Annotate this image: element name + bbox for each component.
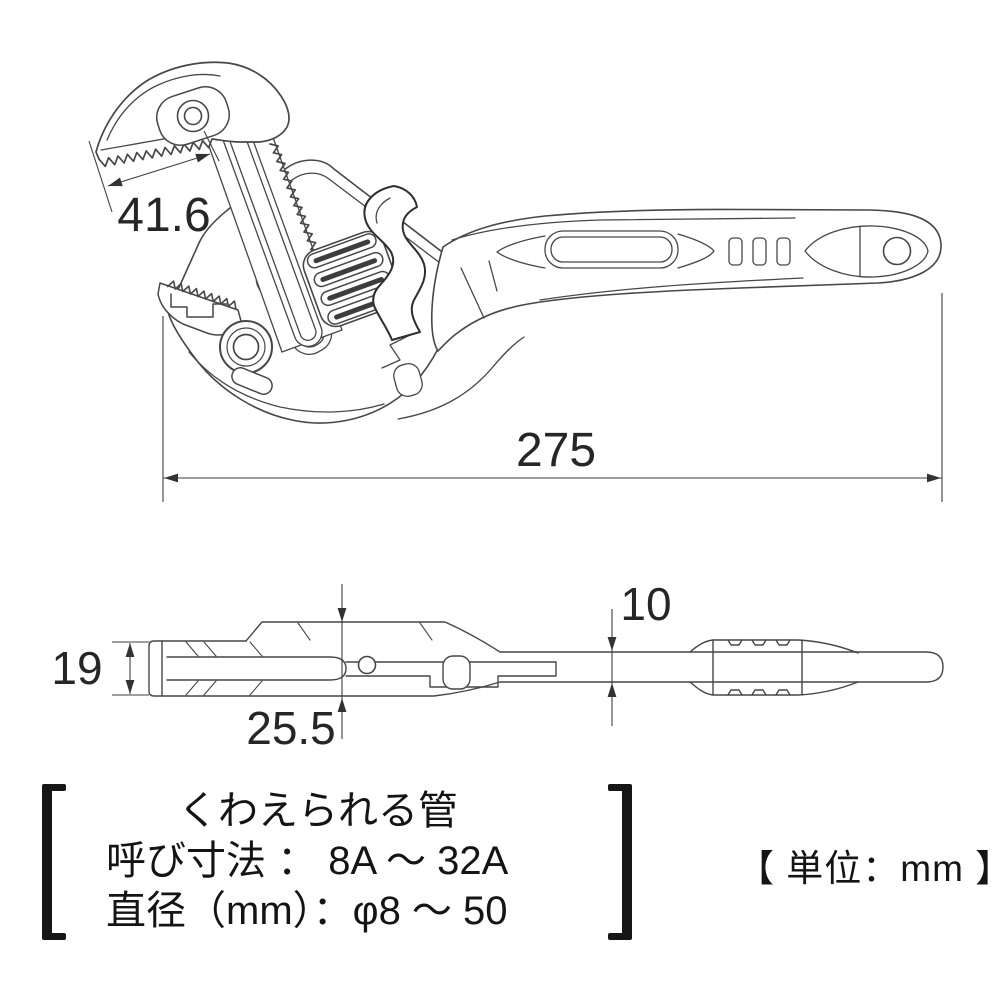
body-tab-slot — [393, 363, 423, 397]
dim-extension-line — [203, 130, 220, 162]
hook-pivot-outer — [176, 99, 210, 133]
dim-arrowhead — [607, 683, 617, 697]
left-bracket-arm-top — [42, 784, 66, 791]
dim-overall-length-value: 275 — [516, 424, 596, 477]
upper-jaw-inner-line — [106, 73, 221, 141]
upper-jaw — [95, 61, 290, 168]
dim-arrowhead — [607, 637, 617, 651]
handle-neck-ticks — [460, 260, 498, 319]
dim-head-height: 19 — [51, 641, 149, 696]
top-view — [148, 621, 944, 697]
handle-chevron-left — [496, 235, 546, 269]
handle-chevron-right — [677, 233, 715, 269]
dim-line — [107, 153, 211, 187]
top-view-pivot-pin — [357, 655, 377, 675]
left-bracket-bar — [42, 784, 52, 940]
dim-handle-thickness-value: 10 — [620, 578, 671, 630]
dim-jaw-opening: 41.6 — [88, 130, 220, 242]
dim-arrowhead — [125, 643, 135, 657]
bulge-notches-top — [727, 639, 791, 646]
bulge-bottom-edge — [689, 681, 859, 696]
dim-head-depth: 25.5 — [246, 584, 347, 754]
jaw-pivot — [219, 320, 273, 395]
thumb-lever-inner-line — [375, 197, 391, 224]
spec-row-nominal-size: 呼び寸法 ： 8A ～ 32A — [106, 839, 509, 883]
bulge-end-lines — [712, 639, 803, 696]
right-bracket-bar — [622, 784, 632, 940]
bulge-top-edge — [689, 639, 859, 654]
dim-head-height-value: 19 — [51, 642, 102, 694]
body-step-notch — [381, 333, 413, 369]
grip-ribs — [728, 237, 791, 266]
dim-overall-length: 275 — [162, 293, 943, 502]
handle-slot — [544, 230, 679, 269]
grippable-pipe-spec-note: くわえられる管 呼び寸法 ： 8A ～ 32A 直径（mm）：φ8 ～ 50 — [40, 784, 634, 940]
spec-title: くわえられる管 — [178, 789, 458, 833]
top-view-grip-bulge — [689, 639, 859, 696]
handle-neck-curve — [397, 336, 525, 420]
dim-head-depth-value: 25.5 — [246, 702, 336, 754]
dim-arrowhead — [337, 608, 347, 622]
dim-arrowhead — [927, 473, 941, 483]
side-view-dimensions: 41.6 275 — [88, 130, 943, 502]
hang-hole — [882, 236, 912, 266]
top-view-outline — [148, 621, 944, 697]
dim-extension-line — [88, 140, 113, 213]
right-bracket-arm-top — [608, 784, 632, 791]
handle-inner-top-line — [451, 217, 796, 241]
right-bracket-arm-bottom — [608, 933, 632, 940]
spec-lines: くわえられる管 呼び寸法 ： 8A ～ 32A 直径（mm）：φ8 ～ 50 — [66, 784, 608, 940]
top-view-channel — [166, 656, 347, 681]
handle-end — [804, 225, 929, 278]
top-view-jaw-ticks — [185, 622, 433, 696]
top-view-dimensions: 19 25.5 10 — [51, 578, 671, 754]
bulge-notches-bottom — [727, 689, 791, 696]
right-bracket — [608, 784, 634, 940]
left-bracket — [40, 784, 66, 940]
hook-pivot-inner — [183, 106, 203, 126]
unit-note: 【 単位：mm 】 — [737, 848, 1001, 889]
handle-inner-bottom-line — [539, 277, 804, 301]
spec-row-diameter: 直径（mm）：φ8 ～ 50 — [106, 889, 508, 933]
dim-arrowhead — [108, 177, 123, 187]
dim-arrowhead — [337, 698, 347, 712]
thumb-lever — [363, 185, 426, 341]
dim-jaw-opening-value: 41.6 — [117, 189, 210, 242]
rack-teeth — [269, 143, 320, 260]
side-view — [95, 61, 942, 424]
dim-handle-thickness: 10 — [607, 578, 672, 726]
dim-arrowhead — [195, 153, 210, 163]
lower-jaw-teeth — [166, 280, 237, 310]
pivot-spring-bar — [231, 367, 273, 395]
left-bracket-arm-bottom — [42, 933, 66, 940]
dim-arrowhead — [164, 473, 178, 483]
body-frame-inner-line — [291, 172, 445, 267]
lower-jaw-steps — [170, 293, 229, 318]
body-belly-inner-line — [188, 351, 385, 413]
top-view-latch-bar — [442, 655, 471, 690]
dim-extension-line — [112, 641, 149, 696]
dim-arrowhead — [125, 680, 135, 694]
